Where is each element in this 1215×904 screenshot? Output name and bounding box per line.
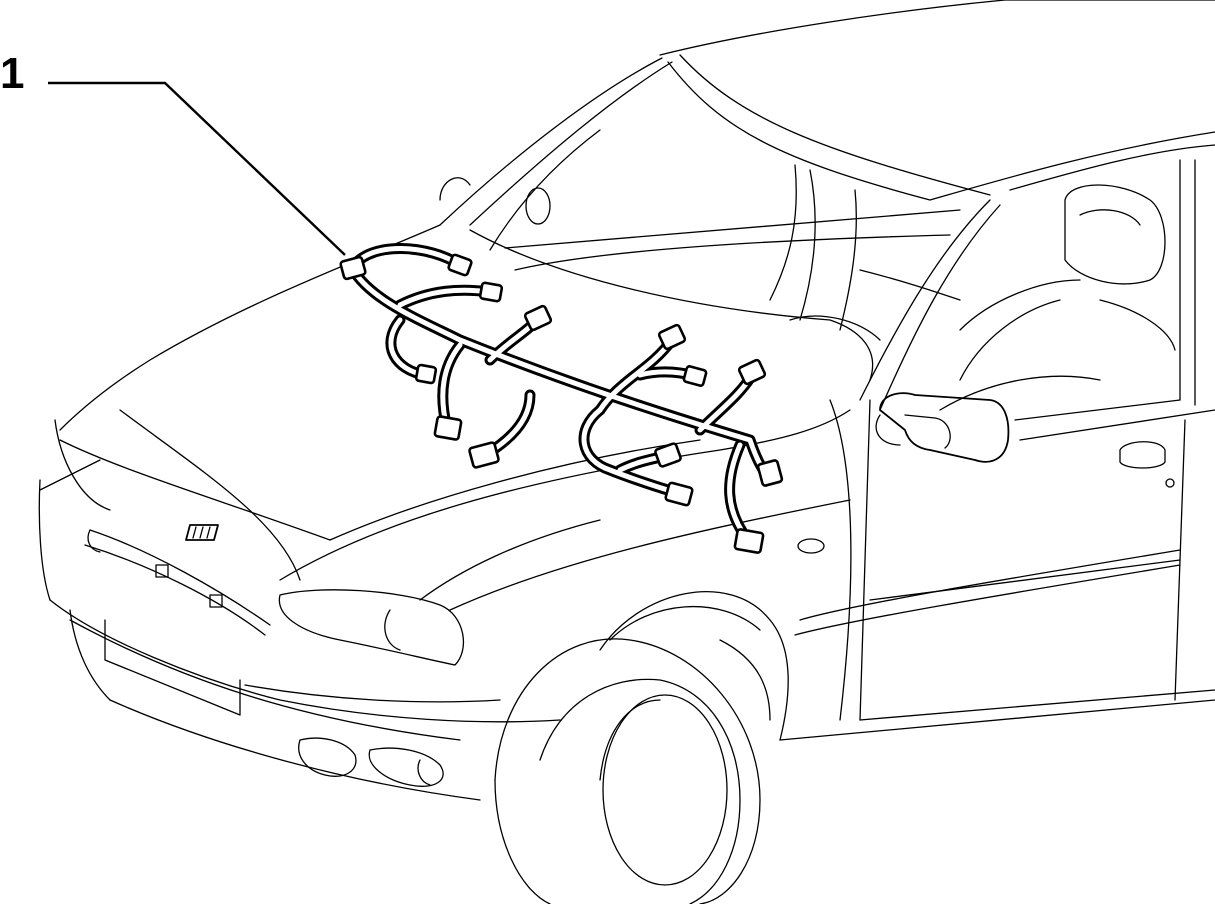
harness-connector [682,365,708,387]
harness-connector [657,323,687,351]
callout: 1 [0,49,346,256]
harness-connector [664,481,694,507]
harness-connector [478,281,504,303]
harness-connector [733,528,765,554]
callout-label: 1 [0,49,24,98]
harness-connector [523,304,553,332]
harness-connector [433,415,463,441]
car-body-outline [38,0,1215,904]
harness-connector [756,459,784,487]
harness-connector [447,253,473,277]
harness-connector [654,442,682,468]
harness-connector [737,358,767,386]
wiring-harness [339,243,784,554]
harness-connector [414,363,438,385]
callout-leader-line [48,81,346,256]
harness-connector [339,255,367,281]
harness-connector [468,441,500,469]
